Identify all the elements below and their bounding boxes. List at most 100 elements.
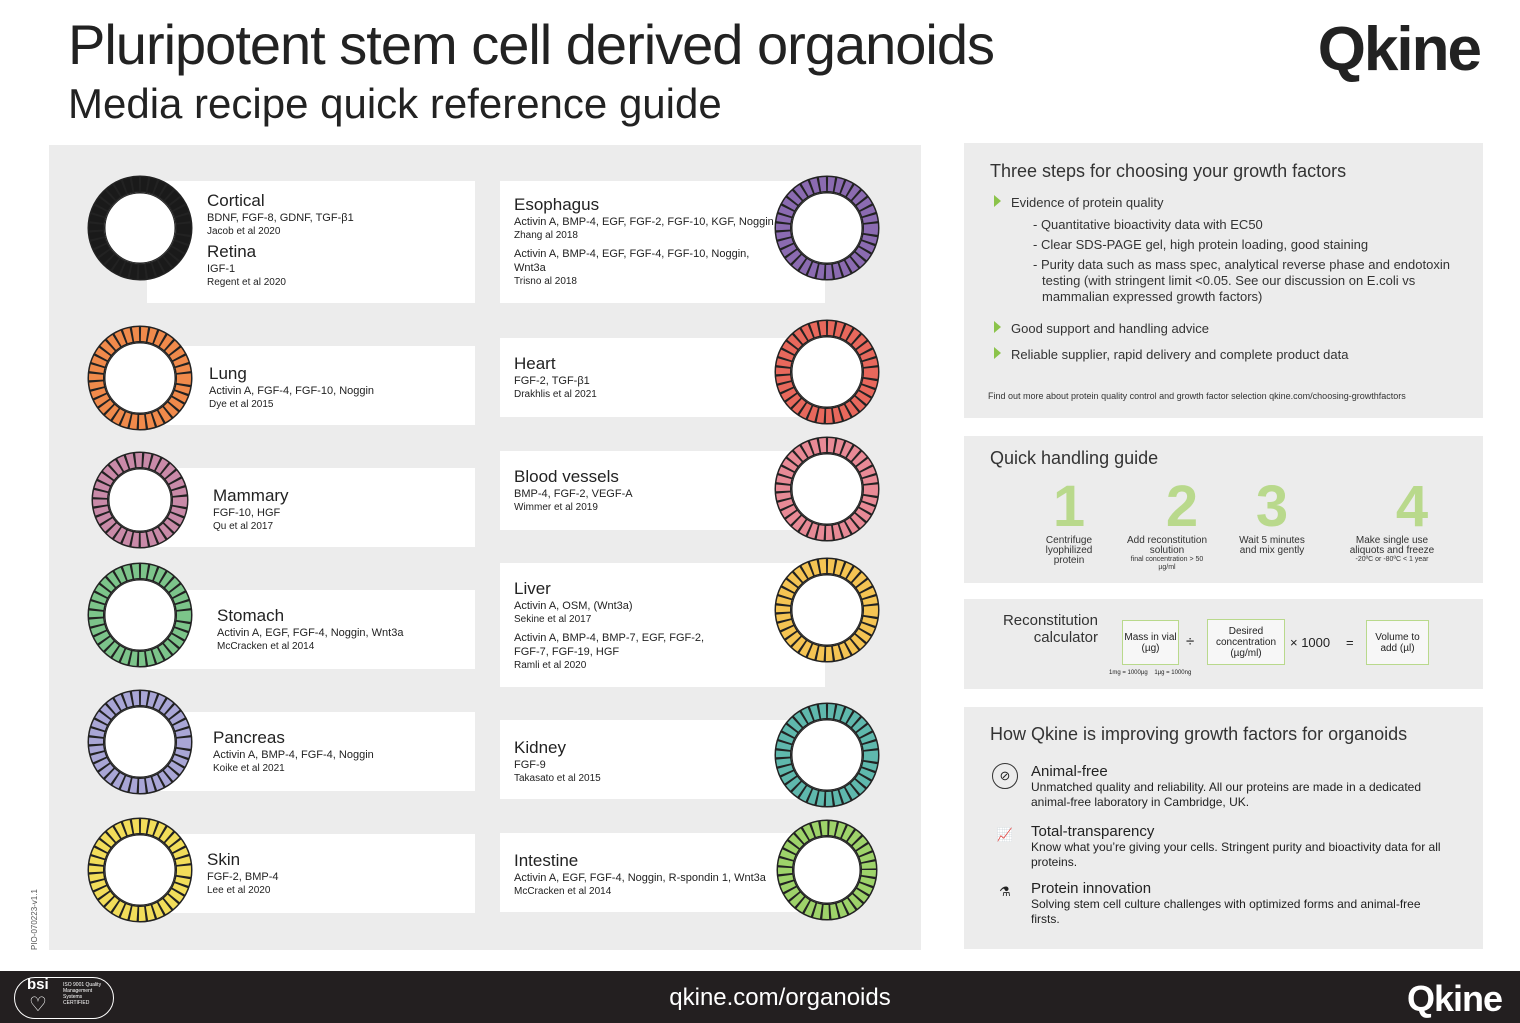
- organoid-name: Pancreas: [213, 728, 285, 747]
- organoid-ref: Trisno al 2018: [514, 276, 577, 287]
- step-item: Good support and handling advice: [994, 321, 1210, 336]
- organoid-name: Mammary: [213, 486, 289, 505]
- organoid-cortical-illustration: [87, 175, 193, 281]
- footer: [0, 971, 1520, 1023]
- section-title: Quick handling guide: [990, 448, 1159, 468]
- page-subtitle: Media recipe quick reference guide: [68, 80, 722, 127]
- organoid-ref: Qu et al 2017: [213, 521, 274, 532]
- step-number: 1: [1052, 474, 1086, 539]
- organoid-name: Blood vessels: [514, 467, 619, 486]
- organoid-mammary-illustration: [91, 451, 189, 549]
- feature-title: Animal-free: [1031, 763, 1108, 780]
- organoid-illustrations: [87, 175, 880, 923]
- step-text: Good support and handling advice: [1011, 321, 1210, 336]
- organoid-factors: Activin A, OSM, (Wnt3a): [514, 600, 633, 612]
- concentration-field[interactable]: Desired concentration (µg/ml): [1207, 619, 1285, 665]
- organoid-esophagus-illustration: [774, 175, 880, 281]
- section-title: How Qkine is improving growth factors fo…: [990, 724, 1408, 744]
- triangle-bullet-icon: [994, 347, 1001, 359]
- organoid-ref: Koike et al 2021: [213, 763, 285, 774]
- step-number: 4: [1395, 474, 1429, 539]
- organoid-name: Liver: [514, 579, 551, 598]
- organoid-factors: FGF-2, BMP-4: [207, 871, 279, 883]
- card-mammary: Mammary FGF-10, HGF Qu et al 2017: [147, 468, 475, 547]
- volume-result: Volume to add (µl): [1366, 620, 1429, 665]
- divide-sign: ÷: [1186, 633, 1195, 650]
- organoid-heart-illustration: [774, 319, 880, 425]
- feature-title: Protein innovation: [1031, 880, 1152, 897]
- step-item: Reliable supplier, rapid delivery and co…: [994, 347, 1349, 362]
- qkine-logo: Qkine: [1317, 15, 1482, 84]
- calculator-panel: Reconstitution calculator Mass in vial (…: [964, 599, 1483, 689]
- organoid-factors: Activin A, EGF, FGF-4, Noggin, Wnt3a: [217, 627, 404, 639]
- organoid-skin-illustration: [87, 817, 193, 923]
- organoid-kidney-illustration: [774, 702, 880, 808]
- organoid-name: Retina: [207, 242, 257, 261]
- card-heart: Heart FGF-2, TGF-β1 Drakhlis et al 2021: [500, 338, 825, 417]
- card-intestine: Intestine Activin A, EGF, FGF-4, Noggin,…: [500, 833, 825, 912]
- organoid-factors: Activin A, FGF-4, FGF-10, Noggin: [209, 385, 375, 397]
- unit-note: 1mg = 1000µg 1µg = 1000ng: [1109, 670, 1192, 676]
- feature-title: Total-transparency: [1031, 823, 1155, 840]
- step-label: Make single use aliquots and freeze: [1349, 535, 1435, 556]
- sub-item: - Quantitative bioactivity data with EC5…: [1033, 217, 1263, 232]
- organoid-ref: Wimmer et al 2019: [514, 502, 598, 513]
- no-animal-icon: ⊘: [992, 763, 1018, 789]
- organoid-name: Lung: [209, 364, 247, 383]
- card-stomach: Stomach Activin A, EGF, FGF-4, Noggin, W…: [147, 590, 475, 669]
- triangle-bullet-icon: [994, 195, 1001, 207]
- organoid-ref: Takasato et al 2015: [514, 773, 601, 784]
- organoid-ref: Drakhlis et al 2021: [514, 389, 597, 400]
- step-text: Reliable supplier, rapid delivery and co…: [1011, 347, 1349, 362]
- footer-qkine-logo: Qkine: [1406, 978, 1503, 1019]
- step-subitems: - Quantitative bioactivity data with EC5…: [1033, 217, 1462, 305]
- organoid-name: Cortical: [207, 191, 265, 210]
- organoid-factors: BDNF, FGF-8, GDNF, TGF-β1: [207, 212, 354, 224]
- bsi-certification-badge: bsi ♡ ISO 9001 Quality Management System…: [14, 976, 114, 1019]
- organoid-lung-illustration: [87, 325, 193, 431]
- organoid-name: Stomach: [217, 606, 285, 625]
- triangle-bullet-icon: [994, 321, 1001, 333]
- section-title: Three steps for choosing your growth fac…: [990, 161, 1347, 181]
- organoid-blood-vessels-illustration: [774, 436, 880, 542]
- card-blood-vessels: Blood vessels BMP-4, FGF-2, VEGF-A Wimme…: [500, 451, 825, 530]
- footnote-link[interactable]: Find out more about protein quality cont…: [988, 391, 1406, 401]
- step-item: Evidence of protein quality: [994, 195, 1163, 210]
- card-liver: Liver Activin A, OSM, (Wnt3a) Sekine et …: [500, 563, 825, 687]
- feature-text: Solving stem cell culture challenges wit…: [1031, 897, 1421, 926]
- card-esophagus: Esophagus Activin A, BMP-4, EGF, FGF-2, …: [500, 181, 825, 303]
- page-title: Pluripotent stem cell derived organoids: [68, 13, 995, 76]
- multiplier: × 1000: [1290, 635, 1331, 650]
- organoid-factors: FGF-2, TGF-β1: [514, 375, 590, 387]
- step-note: final concentration > 50 µg/ml: [1130, 556, 1204, 571]
- organoid-factors: Activin A, BMP-4, EGF, FGF-2, FGF-10, KG…: [514, 216, 774, 228]
- step-label: Wait 5 minutes and mix gently: [1239, 535, 1305, 556]
- mass-field[interactable]: Mass in vial (µg): [1122, 620, 1179, 665]
- heart-kitemark-icon: ♡: [29, 994, 47, 1016]
- section-title: Reconstitution calculator: [1002, 612, 1098, 646]
- card-lung: Lung Activin A, FGF-4, FGF-10, Noggin Dy…: [147, 346, 475, 425]
- feature-text: Know what you’re giving your cells. Stri…: [1031, 840, 1441, 869]
- card-cortical-retina: Cortical BDNF, FGF-8, GDNF, TGF-β1 Jacob…: [147, 181, 475, 303]
- organoid-ref: Zhang al 2018: [514, 230, 578, 241]
- card-skin: Skin FGF-2, BMP-4 Lee et al 2020: [147, 834, 475, 913]
- step-note: -20ºC or -80ºC < 1 year: [1355, 556, 1429, 563]
- organoid-ref: Ramli et al 2020: [514, 660, 587, 671]
- organoid-ref: Jacob et al 2020: [207, 226, 281, 237]
- organoid-factors: Activin A, BMP-4, BMP-7, EGF, FGF-2, FGF…: [514, 632, 705, 658]
- card-pancreas: Pancreas Activin A, BMP-4, FGF-4, Noggin…: [147, 712, 475, 791]
- equals-sign: =: [1346, 635, 1354, 650]
- sub-item: - Purity data such as mass spec, analyti…: [1033, 257, 1450, 304]
- footer-url-link[interactable]: qkine.com/organoids: [669, 984, 891, 1011]
- organoid-factors: Activin A, BMP-4, FGF-4, Noggin: [213, 749, 374, 761]
- organoid-ref: Dye et al 2015: [209, 399, 274, 410]
- organoid-name: Skin: [207, 850, 241, 869]
- organoid-name: Esophagus: [514, 195, 600, 214]
- organoid-stomach-illustration: [87, 562, 193, 668]
- organoid-ref: McCracken et al 2014: [217, 641, 315, 652]
- organoid-pancreas-illustration: [87, 689, 193, 795]
- step-number: 2: [1165, 474, 1199, 539]
